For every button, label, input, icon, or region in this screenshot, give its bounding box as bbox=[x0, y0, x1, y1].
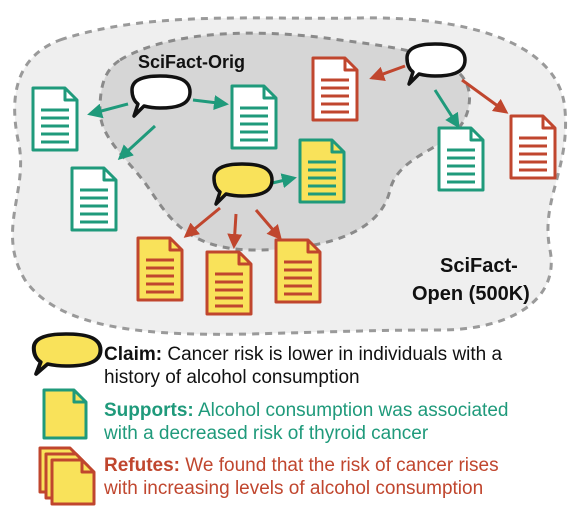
supporting-document-icon bbox=[230, 84, 278, 150]
arrow-support bbox=[433, 89, 460, 129]
legend-claim-text-line1: Cancer risk is lower in individuals with… bbox=[167, 344, 503, 365]
arrow-support bbox=[192, 95, 229, 111]
legend-claim-icon bbox=[31, 332, 103, 376]
legend-refutes-label: Refutes: bbox=[104, 455, 181, 476]
legend-supports: Supports: Alcohol consumption was associ… bbox=[104, 399, 508, 445]
supporting-document-icon bbox=[437, 126, 485, 192]
supporting-document-icon bbox=[298, 138, 346, 204]
refuting-document-icon bbox=[205, 250, 253, 316]
supporting-document-icon bbox=[31, 86, 79, 152]
arrow-support bbox=[117, 124, 157, 161]
arrow-refute bbox=[183, 206, 221, 238]
legend-refutes: Refutes: We found that the risk of cance… bbox=[104, 454, 499, 500]
scifact-open-label-line1: SciFact- bbox=[440, 255, 518, 277]
arrow-support bbox=[87, 102, 129, 119]
arrow-refute bbox=[254, 209, 282, 241]
scifact-orig-label: SciFact-Orig bbox=[138, 52, 245, 72]
legend-claim-text-line2: history of alcohol consumption bbox=[104, 367, 360, 388]
legend-supports-text-line2: with a decreased risk of thyroid cancer bbox=[104, 423, 429, 444]
legend-refutes-icon bbox=[38, 446, 96, 506]
scifact-open-label-line2: Open (500K) bbox=[412, 283, 530, 305]
arrow-refute bbox=[461, 78, 509, 114]
refuting-document-icon bbox=[311, 56, 359, 122]
scifact-orig-region bbox=[98, 31, 471, 252]
legend-claim-label: Claim: bbox=[104, 344, 163, 365]
refuting-document-icon bbox=[136, 236, 184, 302]
arrow-refute bbox=[227, 213, 243, 249]
arrow-refute bbox=[369, 64, 406, 81]
supporting-document-icon bbox=[70, 166, 118, 232]
legend-supports-label: Supports: bbox=[104, 400, 194, 421]
legend-supports-text-line1: Alcohol consumption was associated bbox=[197, 400, 509, 421]
legend-supports-icon bbox=[42, 388, 88, 440]
refuting-document-icon bbox=[509, 114, 557, 180]
legend-refutes-text-line1: We found that the risk of cancer rises bbox=[185, 455, 499, 476]
legend-refutes-text-line2: with increasing levels of alcohol consum… bbox=[104, 478, 484, 499]
refuting-document-icon bbox=[274, 238, 322, 304]
legend-claim: Claim: Cancer risk is lower in individua… bbox=[104, 343, 502, 389]
